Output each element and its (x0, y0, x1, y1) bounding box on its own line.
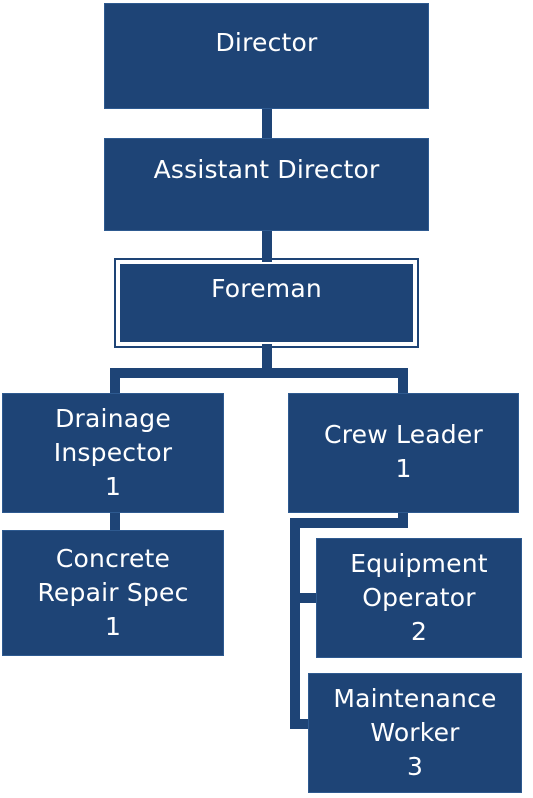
connector-crew-horizontal (290, 518, 408, 528)
connector-crew-vertical (290, 518, 300, 728)
drainage-inspector-line1: Drainage (55, 404, 171, 433)
drainage-inspector-line2: Inspector (53, 438, 173, 467)
box-foreman: Foreman (114, 258, 419, 348)
connector-drainage-to-concrete (110, 512, 120, 532)
maintenance-worker-line1: Maintenance (333, 684, 497, 713)
box-director: Director (104, 3, 429, 109)
foreman-label: Foreman (211, 274, 322, 303)
director-label: Director (215, 28, 318, 57)
concrete-repair-spec-count: 1 (104, 612, 122, 641)
equipment-operator-line1: Equipment (350, 549, 488, 578)
box-drainage-inspector: Drainage Inspector 1 (2, 393, 224, 513)
box-maintenance-worker: Maintenance Worker 3 (308, 673, 522, 793)
drainage-inspector-count: 1 (104, 472, 122, 501)
concrete-repair-spec-line2: Repair Spec (37, 578, 189, 607)
maintenance-worker-line2: Worker (370, 718, 460, 747)
crew-leader-count: 1 (395, 454, 412, 483)
crew-leader-label: Crew Leader (324, 420, 483, 449)
connector-to-drainage-inspector (110, 368, 120, 394)
assistant-director-label: Assistant Director (153, 155, 380, 184)
box-crew-leader: Crew Leader 1 (288, 393, 519, 513)
connector-foreman-down (262, 344, 272, 370)
connector-director-assistant (262, 108, 272, 140)
connector-to-maintenance-worker (290, 719, 310, 729)
equipment-operator-count: 2 (410, 617, 428, 646)
box-concrete-repair-spec: Concrete Repair Spec 1 (2, 530, 224, 656)
box-assistant-director: Assistant Director (104, 138, 429, 231)
connector-horizontal-split (110, 368, 408, 378)
connector-to-crew-leader (398, 368, 408, 394)
concrete-repair-spec-line1: Concrete (55, 544, 171, 573)
connector-to-equipment-operator (290, 593, 318, 603)
box-equipment-operator: Equipment Operator 2 (316, 538, 522, 658)
maintenance-worker-count: 3 (406, 752, 424, 781)
equipment-operator-line2: Operator (362, 583, 476, 612)
connector-assistant-foreman (262, 229, 272, 263)
